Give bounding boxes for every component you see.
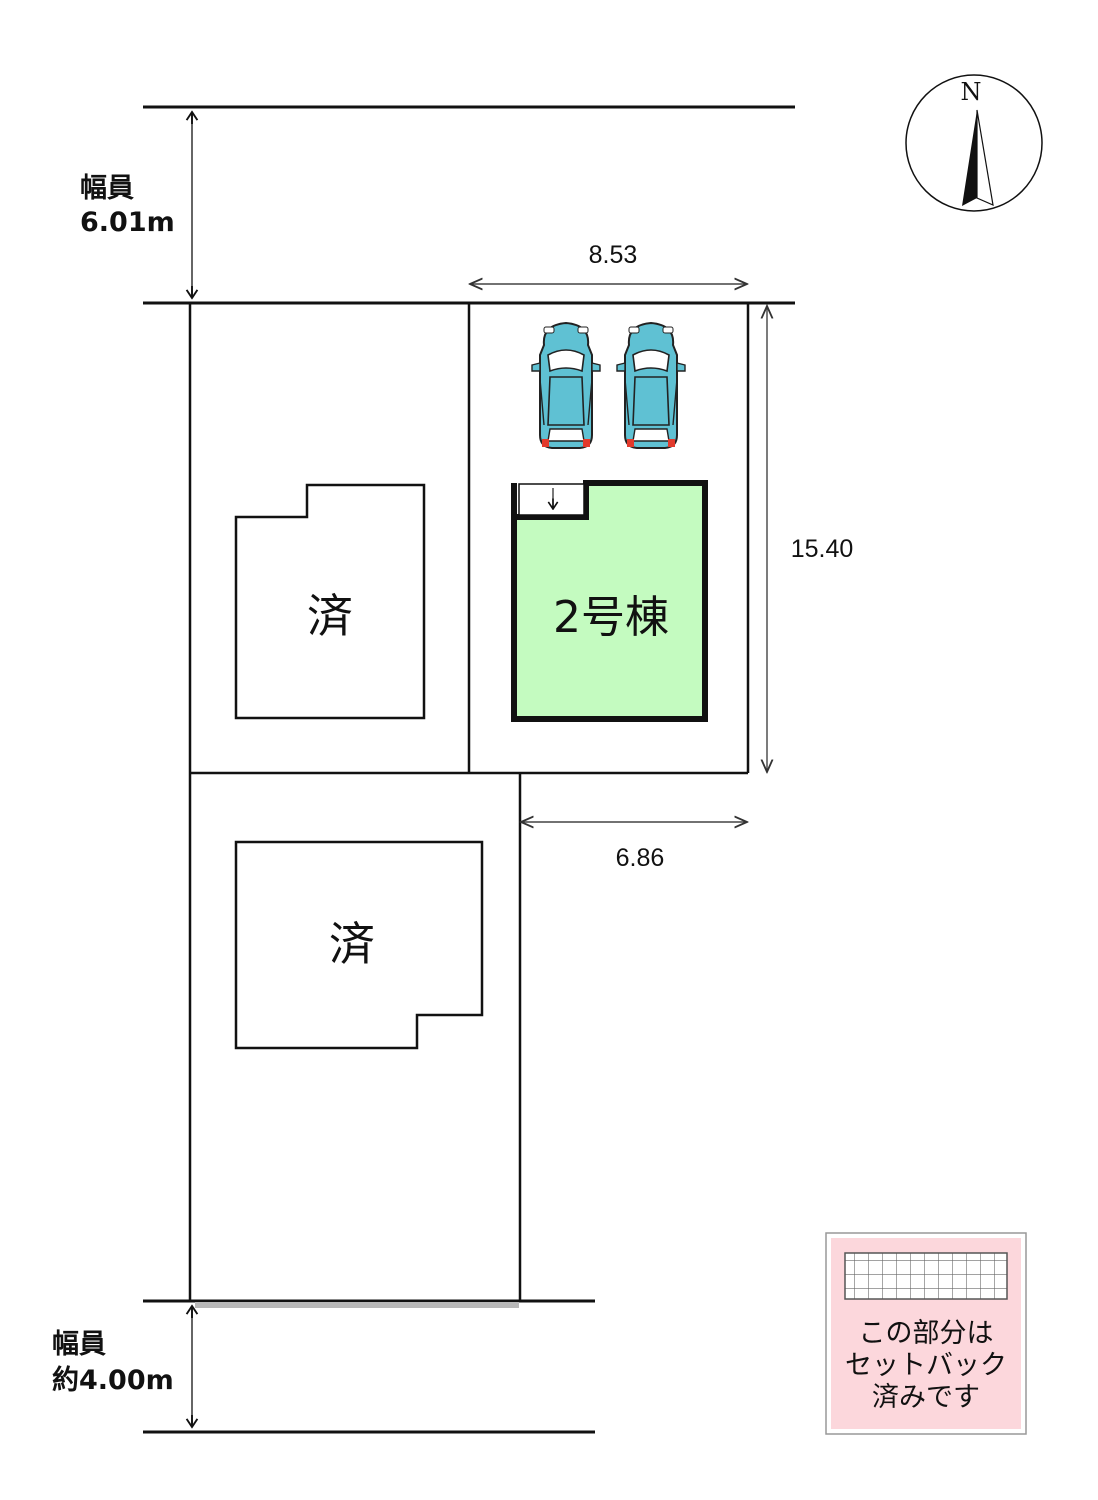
- dim-top-width: 8.53: [589, 241, 638, 269]
- car-icon: [531, 322, 601, 449]
- building-upper-left: [234, 483, 426, 720]
- road-top-label-line2: 6.01m: [80, 207, 175, 238]
- lot-boundaries: [188, 303, 750, 1301]
- legend-line3: 済みです: [872, 1382, 980, 1413]
- legend-line1: この部分は: [859, 1318, 994, 1349]
- setback-legend: この部分は セットバック 済みです: [825, 1232, 1027, 1435]
- dim-bottom-width: 6.86: [616, 844, 665, 872]
- legend-line2: セットバック: [845, 1350, 1007, 1381]
- compass-icon: N: [905, 74, 1043, 212]
- road-top-label-line1: 幅員: [80, 173, 134, 204]
- building-unit-2: [511, 480, 708, 722]
- road-bottom-label-line1: 幅員: [52, 1329, 106, 1360]
- building-unit-2-label: 2号棟: [553, 592, 669, 643]
- road-bottom-label-line2: 約4.00m: [52, 1364, 174, 1396]
- setback-strip: [195, 1302, 519, 1308]
- entrance-porch: [518, 483, 585, 516]
- building-lower-left: [234, 840, 484, 1050]
- building-upper-left-label: 済: [307, 589, 353, 643]
- compass-north-label: N: [961, 78, 982, 106]
- setback-hatch-icon: [844, 1252, 1008, 1300]
- car-icon: [616, 322, 686, 449]
- dim-depth: 15.40: [791, 535, 854, 563]
- building-lower-left-label: 済: [329, 917, 375, 971]
